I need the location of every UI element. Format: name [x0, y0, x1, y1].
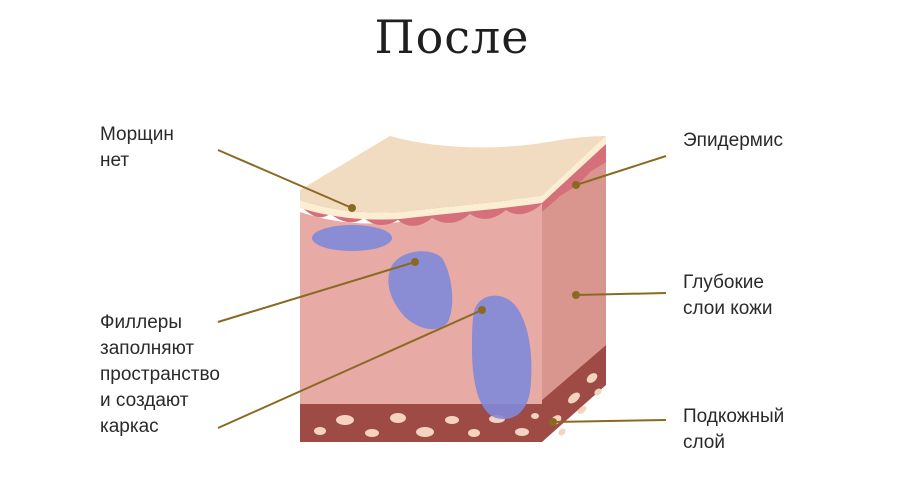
- leader-line-subcutaneous: [552, 419, 667, 423]
- side-fat-cells: [550, 373, 602, 436]
- label-line: слои кожи: [683, 298, 773, 319]
- epidermis-front-edge: [300, 196, 542, 220]
- dot-filler-1: [411, 258, 419, 266]
- diagram-title: После: [374, 10, 530, 64]
- leader-line-filler-1: [217, 261, 416, 323]
- dot-wrinkles: [348, 204, 356, 212]
- epidermis-top-face: [300, 136, 606, 213]
- filler-blob-2: [388, 251, 453, 330]
- dot-epidermis: [572, 181, 580, 189]
- leader-line-wrinkles: [217, 149, 353, 209]
- leader-line-filler-2: [217, 309, 483, 429]
- label-line: каркас: [100, 416, 159, 437]
- dot-subcutaneous: [549, 418, 557, 426]
- filler-blob-3: [472, 295, 532, 419]
- epidermis-side-edge: [542, 144, 606, 212]
- label-line: нет: [100, 150, 130, 171]
- label-line: пространство: [100, 364, 220, 385]
- label-line: Эпидермис: [683, 130, 783, 151]
- leader-lines: [217, 149, 667, 429]
- epidermis-side-strip: [542, 136, 606, 203]
- leader-line-epidermis: [575, 155, 667, 186]
- leader-dots: [348, 181, 580, 426]
- dermis-side-face: [542, 150, 606, 400]
- label-line: Подкожный: [683, 406, 785, 427]
- label-subcutaneous-layer: Подкожный слой: [683, 404, 784, 456]
- label-line: Глубокие: [683, 272, 764, 293]
- label-line: и создают: [100, 390, 189, 411]
- label-line: Морщин: [100, 124, 174, 145]
- front-fat-cells: [314, 413, 539, 437]
- label-line: Филлеры: [100, 312, 183, 333]
- label-deep-skin-layers: Глубокие слои кожи: [683, 270, 772, 322]
- label-fillers: Филлеры заполняют пространство и создают…: [100, 310, 220, 440]
- label-epidermis: Эпидермис: [683, 128, 783, 154]
- dot-deep-layers: [572, 291, 580, 299]
- label-line: заполняют: [100, 338, 195, 359]
- leader-line-deep-layers: [575, 292, 667, 296]
- dot-filler-2: [478, 306, 486, 314]
- filler-blob-1: [312, 225, 392, 251]
- label-no-wrinkles: Морщин нет: [100, 122, 174, 174]
- label-line: слой: [683, 432, 725, 453]
